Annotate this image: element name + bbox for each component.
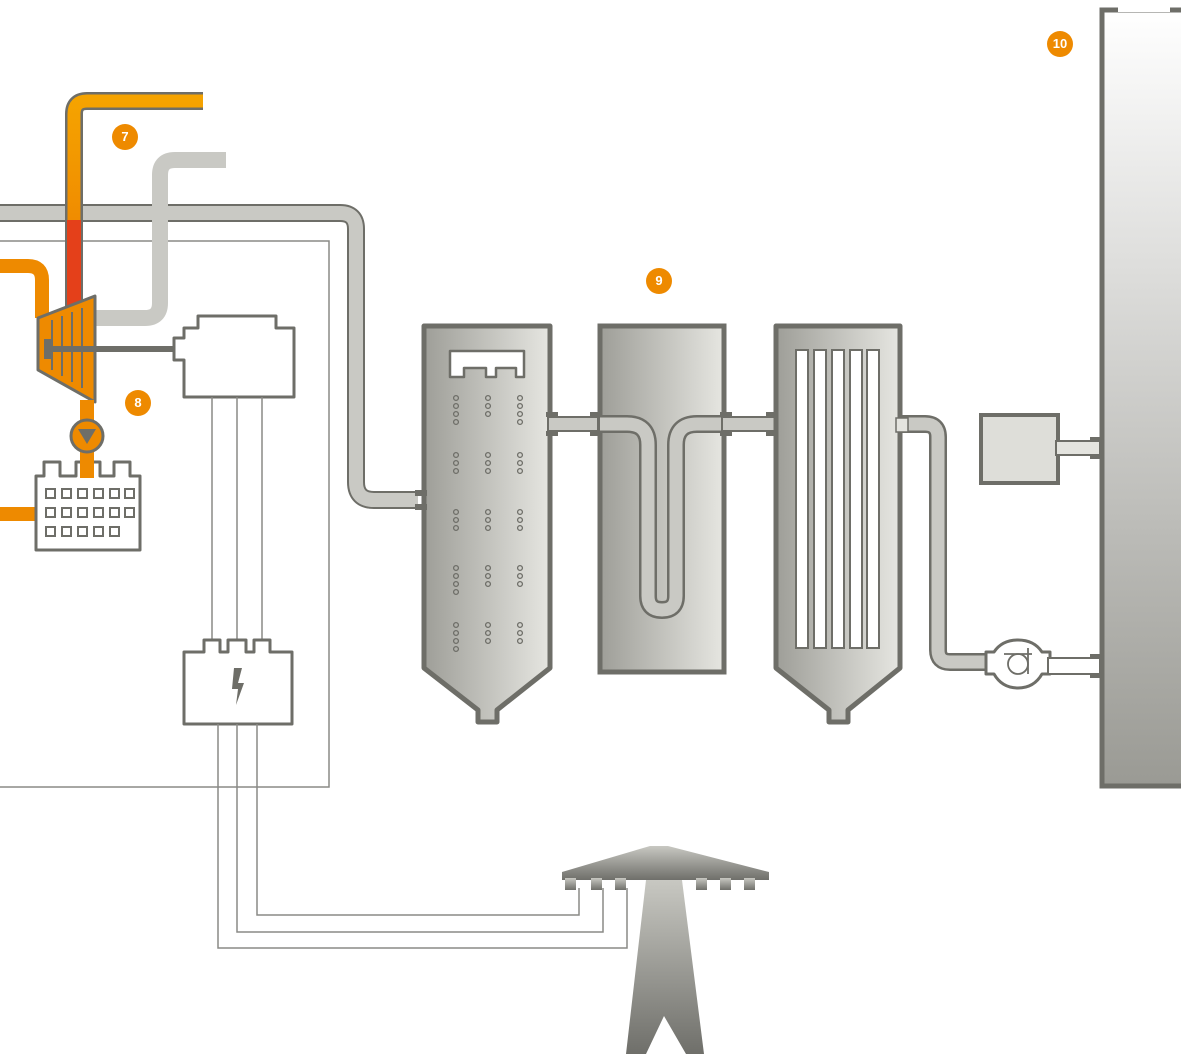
absorber-vessel: [597, 323, 727, 675]
chimney-stack: [1099, 0, 1181, 789]
turbine-icon: [36, 294, 184, 404]
step-badge-9: 9: [646, 268, 672, 294]
step-badge-8: 8: [125, 390, 151, 416]
step-badge-10: 10: [1047, 31, 1073, 57]
scrubber-vessel: [415, 323, 553, 725]
turbine-exhaust-pipe: [85, 152, 226, 326]
pump-icon: [69, 418, 105, 454]
steam-riser: [65, 92, 203, 318]
lightning-icon: [232, 668, 244, 705]
duct-filter-to-fan: [895, 415, 990, 671]
filter-vessel: [773, 323, 903, 725]
power-pylon-icon: [562, 846, 769, 1054]
emission-monitor-box: [979, 413, 1102, 485]
generator-wires: [211, 397, 263, 640]
steam-feed-pipe: [0, 259, 49, 318]
duct-absorber-to-filter: [720, 412, 778, 436]
duct-fan-to-stack: [1047, 654, 1102, 678]
condenser-icon: [34, 460, 142, 552]
generator-icon: [172, 314, 296, 399]
fan-icon: [984, 638, 1052, 690]
flue-gas-duct: [0, 204, 418, 509]
duct-scrubber-to-absorber: [546, 412, 602, 436]
grid-wires: [217, 724, 628, 949]
step-badge-7: 7: [112, 124, 138, 150]
